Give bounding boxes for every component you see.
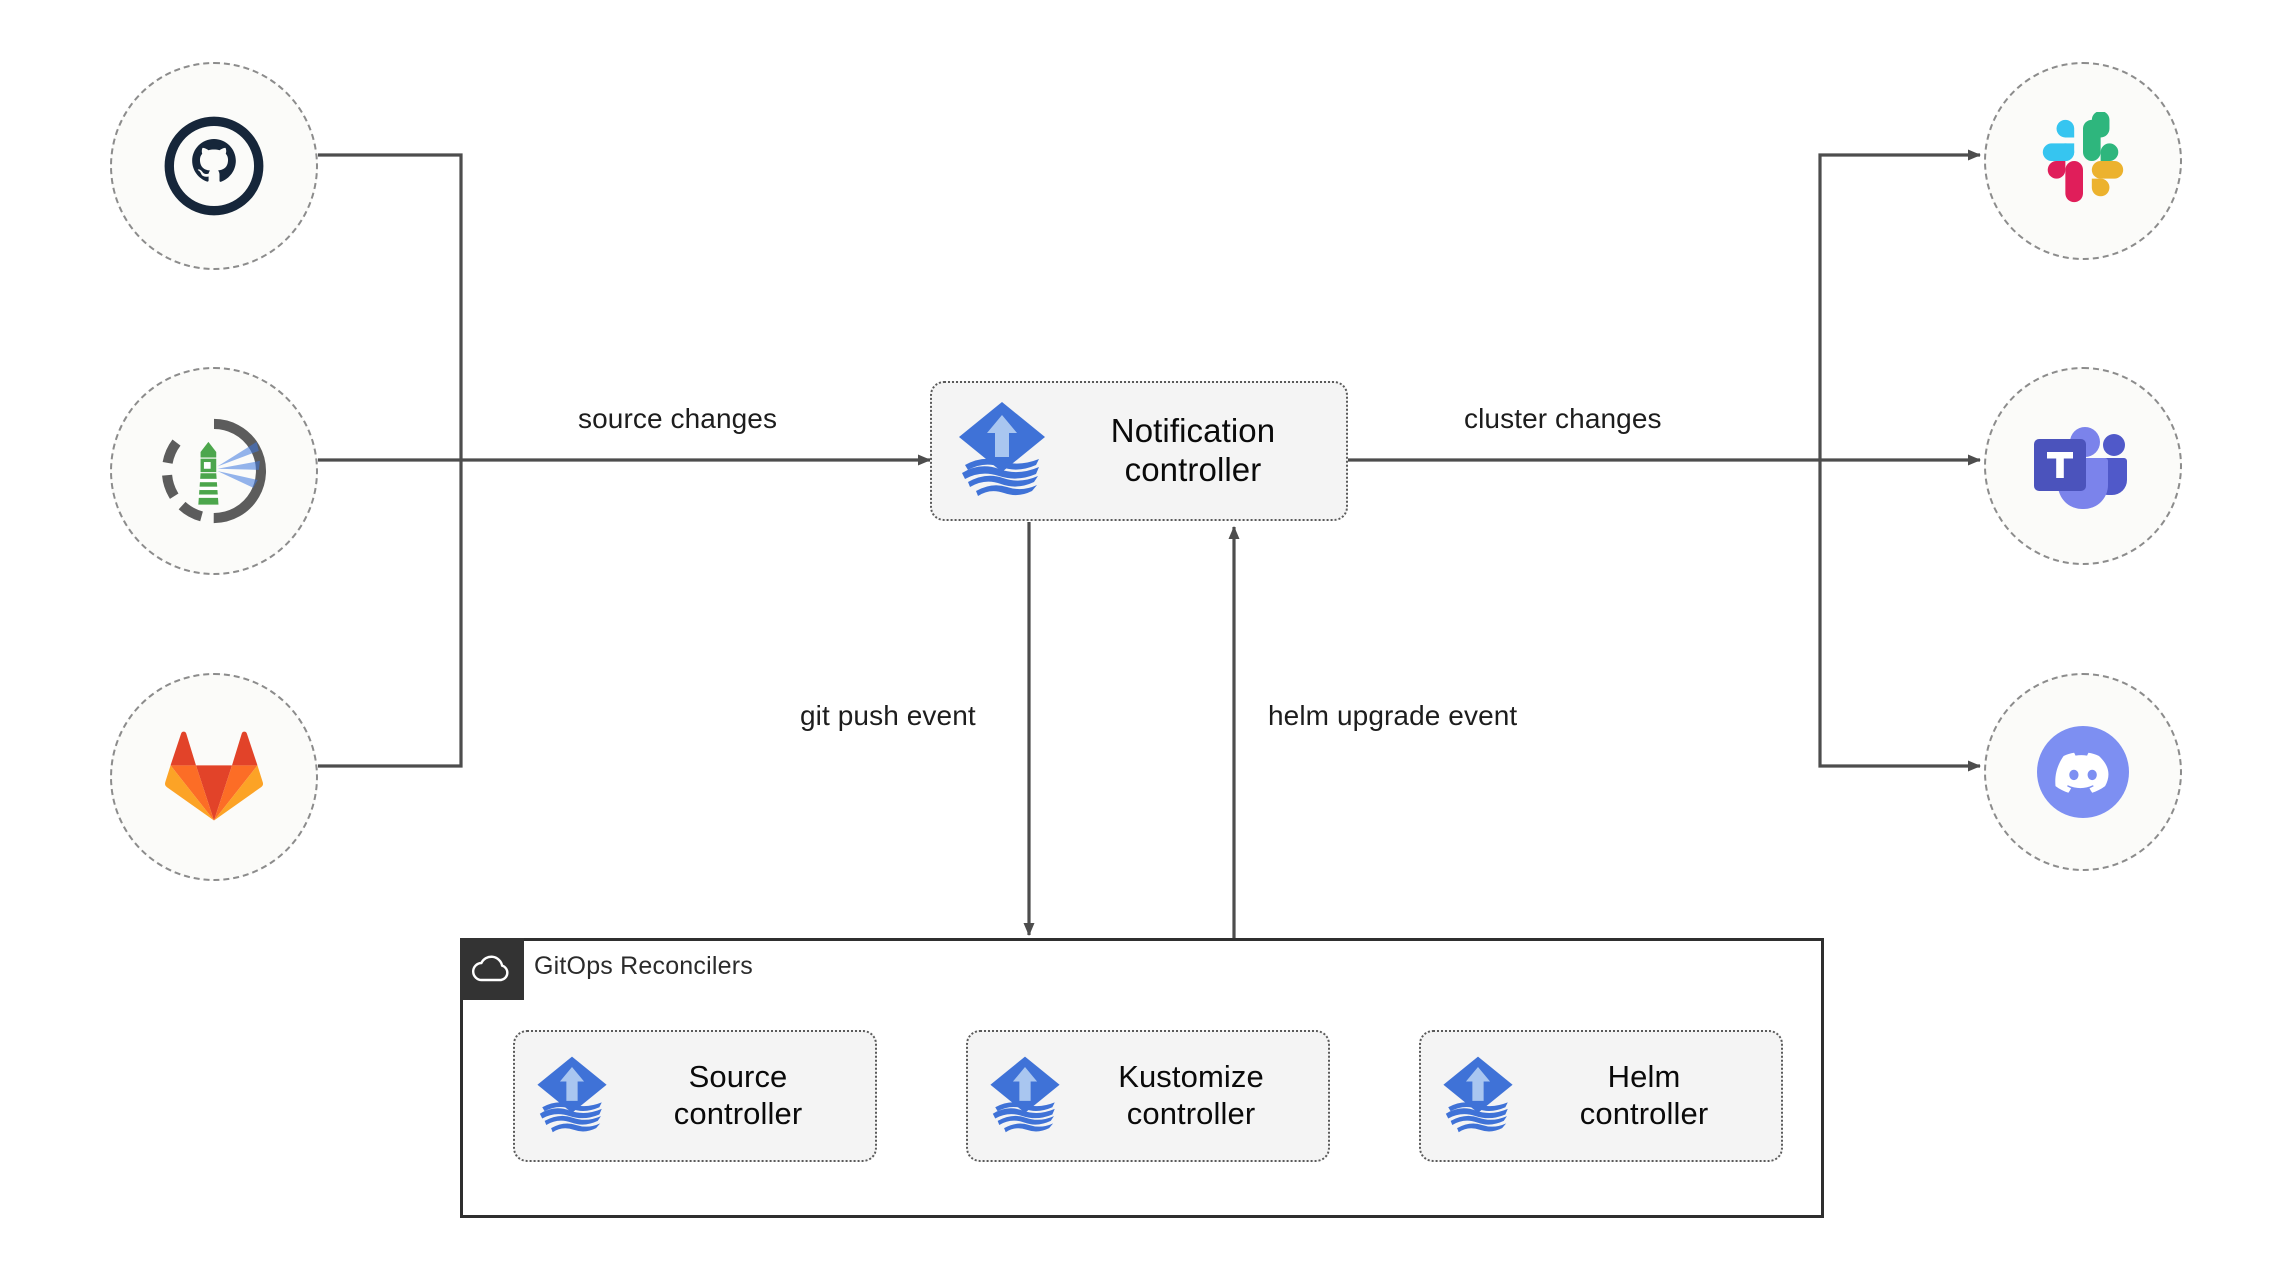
flux-lighthouse-icon bbox=[112, 369, 316, 573]
helm-controller-box[interactable]: Helm controller bbox=[1419, 1030, 1783, 1162]
source-controller-box[interactable]: Source controller bbox=[513, 1030, 877, 1162]
source-controller-label: Source controller bbox=[673, 1059, 803, 1131]
discord-icon bbox=[1986, 675, 2180, 869]
notification-controller-box[interactable]: Notification controller bbox=[930, 381, 1348, 521]
edge-label-helm-upgrade-event: helm upgrade event bbox=[1268, 700, 1518, 731]
wire-gitlab-to-bus bbox=[318, 460, 463, 768]
github-icon bbox=[112, 64, 316, 268]
destination-node-slack[interactable] bbox=[1984, 62, 2182, 260]
kustomize-controller-label: Kustomize controller bbox=[1118, 1059, 1264, 1131]
edge-label-cluster-changes: cluster changes bbox=[1464, 403, 1662, 434]
wire-github-to-bus bbox=[318, 153, 463, 460]
edge-label-source-changes: source changes bbox=[578, 403, 778, 434]
destination-node-discord[interactable] bbox=[1984, 673, 2182, 871]
kustomize-controller-box[interactable]: Kustomize controller bbox=[966, 1030, 1330, 1162]
source-node-flux[interactable] bbox=[110, 367, 318, 575]
helm-controller-label: Helm controller bbox=[1579, 1059, 1709, 1131]
source-node-gitlab[interactable] bbox=[110, 673, 318, 881]
source-node-github[interactable] bbox=[110, 62, 318, 270]
flux-logo-icon bbox=[535, 1053, 609, 1139]
edge-label-git-push-event: git push event bbox=[800, 700, 976, 731]
cloud-icon bbox=[460, 938, 524, 1000]
notification-controller-label: Notification controller bbox=[1110, 412, 1276, 488]
microsoft-teams-icon bbox=[1986, 369, 2180, 563]
flux-logo-icon bbox=[956, 399, 1048, 503]
flux-logo-icon bbox=[1441, 1053, 1515, 1139]
wire-bus-to-slack bbox=[1818, 149, 1981, 460]
gitlab-icon bbox=[112, 675, 316, 879]
destination-node-teams[interactable] bbox=[1984, 367, 2182, 565]
slack-icon bbox=[1986, 64, 2180, 258]
flux-logo-icon bbox=[988, 1053, 1062, 1139]
gitops-reconcilers-title: GitOps Reconcilers bbox=[534, 952, 753, 980]
wire-bus-to-discord bbox=[1818, 460, 1981, 772]
